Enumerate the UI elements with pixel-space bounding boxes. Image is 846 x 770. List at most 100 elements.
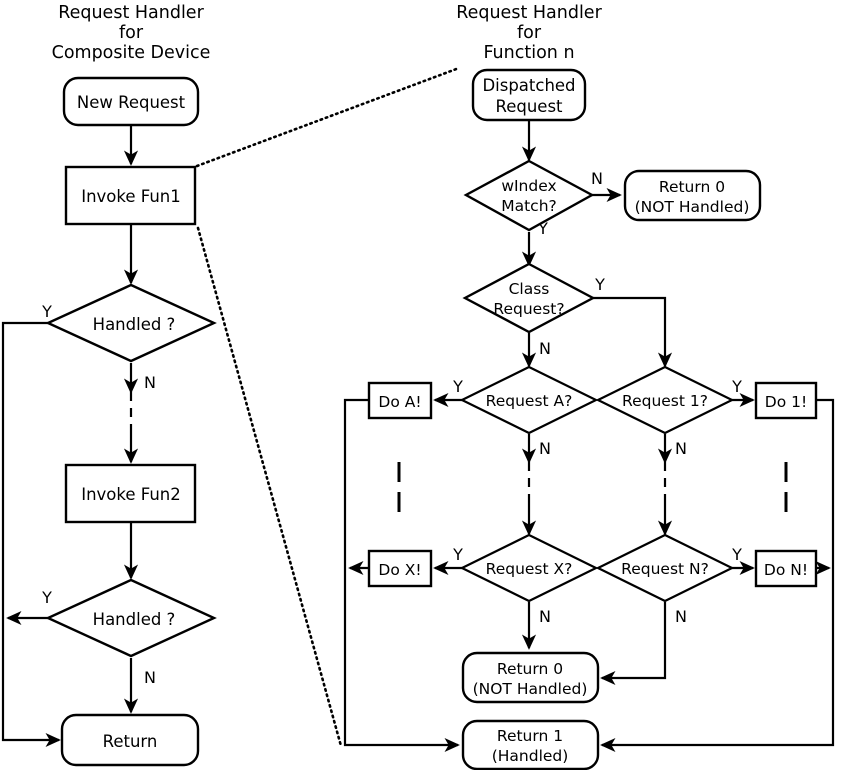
invoke-fun1-shape[interactable] — [64, 165, 197, 226]
rail-left-do-to-return1 — [343, 398, 460, 753]
right-title-line1: Request Handler — [456, 3, 602, 23]
vertical-ellipsis-marks — [397, 462, 788, 512]
node-handled-2[interactable]: Handled ? — [45, 578, 217, 658]
label-windex-no: N — [591, 169, 603, 188]
left-branch-labels: Y N Y N — [41, 302, 156, 687]
windex-match-label-2: Match? — [501, 197, 557, 215]
left-column-title: Request Handler for Composite Device — [52, 3, 211, 63]
left-title-line1: Request Handler — [58, 3, 204, 23]
label-requesta-yes: Y — [452, 377, 463, 396]
right-branch-labels: N Y Y N Y N Y N Y N Y N — [452, 169, 742, 626]
label-requestx-no: N — [539, 607, 551, 626]
handled-1-label: Handled ? — [93, 315, 176, 334]
node-return0-bottom[interactable]: Return 0 (NOT Handled) — [461, 651, 600, 704]
invoke-fun2-label: Invoke Fun2 — [81, 485, 181, 504]
node-invoke-fun2[interactable]: Invoke Fun2 — [64, 463, 197, 524]
do-1-shape[interactable] — [754, 381, 818, 420]
return1-label-2: (Handled) — [492, 747, 569, 765]
class-request-shape[interactable] — [462, 262, 596, 334]
rail-right-do-to-return1 — [600, 398, 835, 753]
node-invoke-fun1[interactable]: Invoke Fun1 — [64, 165, 197, 226]
do-x-label: Do X! — [378, 561, 421, 579]
handled-2-shape[interactable] — [45, 578, 217, 658]
label-request1-no: N — [675, 439, 687, 458]
class-request-label-1: Class — [509, 280, 550, 298]
label-handled2-yes: Y — [41, 588, 52, 607]
right-column-connectors — [343, 119, 835, 753]
handled-1-shape[interactable] — [45, 283, 217, 363]
invoke-fun1-label: Invoke Fun1 — [81, 187, 181, 206]
label-requestn-yes: Y — [731, 545, 742, 564]
label-requestx-yes: Y — [452, 545, 463, 564]
do-1-label: Do 1! — [765, 393, 807, 411]
callout-line-bottom — [196, 226, 343, 748]
edge-handled1-yes-rail — [1, 321, 66, 748]
node-return-left[interactable]: Return — [60, 713, 200, 767]
right-title-line3: Function n — [483, 43, 574, 63]
return0-top-label-1: Return 0 — [659, 178, 725, 196]
edge-class-yes-to-request1 — [593, 296, 673, 368]
label-handled1-no: N — [144, 373, 156, 392]
dispatched-request-label-1: Dispatched — [482, 76, 575, 95]
return0-bottom-label-1: Return 0 — [497, 660, 563, 678]
label-handled1-yes: Y — [41, 302, 52, 321]
node-do-a[interactable]: Do A! — [367, 381, 433, 420]
dispatched-request-label-2: Request — [495, 97, 563, 116]
label-request1-yes: Y — [731, 377, 742, 396]
label-requesta-no: N — [539, 439, 551, 458]
handled-2-label: Handled ? — [93, 610, 176, 629]
label-class-no: N — [539, 339, 551, 358]
label-windex-yes: Y — [537, 219, 548, 238]
right-column-title: Request Handler for Function n — [456, 3, 602, 63]
windex-match-shape[interactable] — [463, 159, 595, 232]
left-title-line3: Composite Device — [52, 43, 211, 63]
node-handled-1[interactable]: Handled ? — [45, 283, 217, 363]
node-do-1[interactable]: Do 1! — [754, 381, 818, 420]
request-1-shape[interactable] — [595, 365, 735, 435]
expansion-callout-lines — [195, 66, 461, 748]
request-a-label: Request A? — [486, 392, 573, 410]
node-do-x[interactable]: Do X! — [367, 549, 433, 588]
request-1-label: Request 1? — [622, 392, 708, 410]
right-title-line2: for — [517, 23, 542, 43]
request-n-shape[interactable] — [595, 533, 735, 603]
node-do-n[interactable]: Do N! — [754, 549, 818, 588]
do-x-shape[interactable] — [367, 549, 433, 588]
return-left-label: Return — [103, 732, 158, 751]
invoke-fun2-shape[interactable] — [64, 463, 197, 524]
do-n-shape[interactable] — [754, 549, 818, 588]
label-requestn-no: N — [675, 607, 687, 626]
request-x-shape[interactable] — [459, 533, 599, 603]
node-request-a[interactable]: Request A? — [459, 365, 599, 435]
do-a-shape[interactable] — [367, 381, 433, 420]
left-title-line2: for — [119, 23, 144, 43]
node-request-x[interactable]: Request X? — [459, 533, 599, 603]
do-n-label: Do N! — [764, 561, 808, 579]
class-request-label-2: Request? — [493, 300, 564, 318]
callout-line-top — [195, 66, 461, 168]
new-request-shape[interactable] — [62, 76, 200, 127]
return1-shape[interactable] — [461, 719, 600, 770]
request-n-label: Request N? — [621, 560, 709, 578]
return0-top-label-2: (NOT Handled) — [635, 198, 750, 216]
dispatched-request-shape[interactable] — [471, 68, 587, 122]
node-new-request[interactable]: New Request — [62, 76, 200, 127]
return1-label-1: Return 1 — [497, 727, 563, 745]
left-column-connectors — [1, 125, 139, 748]
node-request-n[interactable]: Request N? — [595, 533, 735, 603]
request-x-label: Request X? — [486, 560, 573, 578]
node-windex-match[interactable]: wIndex Match? — [463, 159, 595, 232]
return-left-shape[interactable] — [60, 713, 200, 767]
return0-bottom-shape[interactable] — [461, 651, 600, 704]
node-dispatched-request[interactable]: Dispatched Request — [471, 68, 587, 122]
node-class-request[interactable]: Class Request? — [462, 262, 596, 334]
node-return1[interactable]: Return 1 (Handled) — [461, 719, 600, 770]
label-handled2-no: N — [144, 668, 156, 687]
node-request-1[interactable]: Request 1? — [595, 365, 735, 435]
edge-requestn-no-to-return0 — [600, 602, 667, 686]
return0-top-shape[interactable] — [623, 169, 762, 222]
node-return0-top[interactable]: Return 0 (NOT Handled) — [623, 169, 762, 222]
request-a-shape[interactable] — [459, 365, 599, 435]
do-a-label: Do A! — [378, 393, 421, 411]
